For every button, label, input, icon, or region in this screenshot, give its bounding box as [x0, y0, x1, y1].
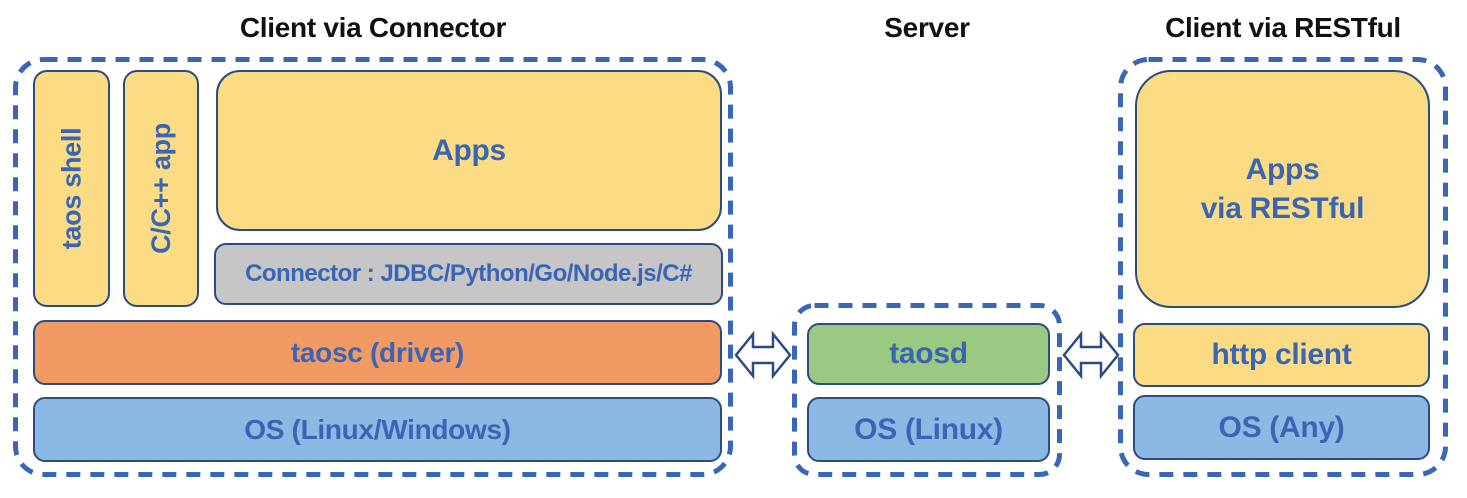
left-bidirectional-arrow-icon — [734, 330, 792, 380]
os-linux-box: OS (Linux) — [807, 397, 1050, 462]
http-client-box: http client — [1133, 323, 1430, 387]
os-linux-windows-box: OS (Linux/Windows) — [33, 397, 722, 462]
taosc-driver-box: taosc (driver) — [33, 320, 722, 385]
taosd-box: taosd — [807, 323, 1050, 385]
taos-shell-box: taos shell — [33, 70, 110, 307]
apps-via-restful-box: Apps via RESTful — [1135, 70, 1430, 308]
right-bidirectional-arrow-icon — [1062, 330, 1120, 380]
connector-box: Connector : JDBC/Python/Go/Node.js/C# — [214, 243, 723, 305]
apps-box: Apps — [216, 70, 722, 231]
taos-shell-label: taos shell — [56, 127, 87, 250]
section-title-server: Server — [884, 12, 970, 43]
os-any-box: OS (Any) — [1133, 395, 1430, 460]
section-title-client-connector: Client via Connector — [239, 12, 507, 43]
client-restful-dashed-border — [1118, 57, 1448, 477]
cpp-app-box: C/C++ app — [123, 70, 199, 307]
server-dashed-border — [792, 303, 1062, 477]
cpp-app-label: C/C++ app — [145, 123, 176, 254]
section-title-client-restful: Client via RESTful — [1165, 12, 1401, 43]
